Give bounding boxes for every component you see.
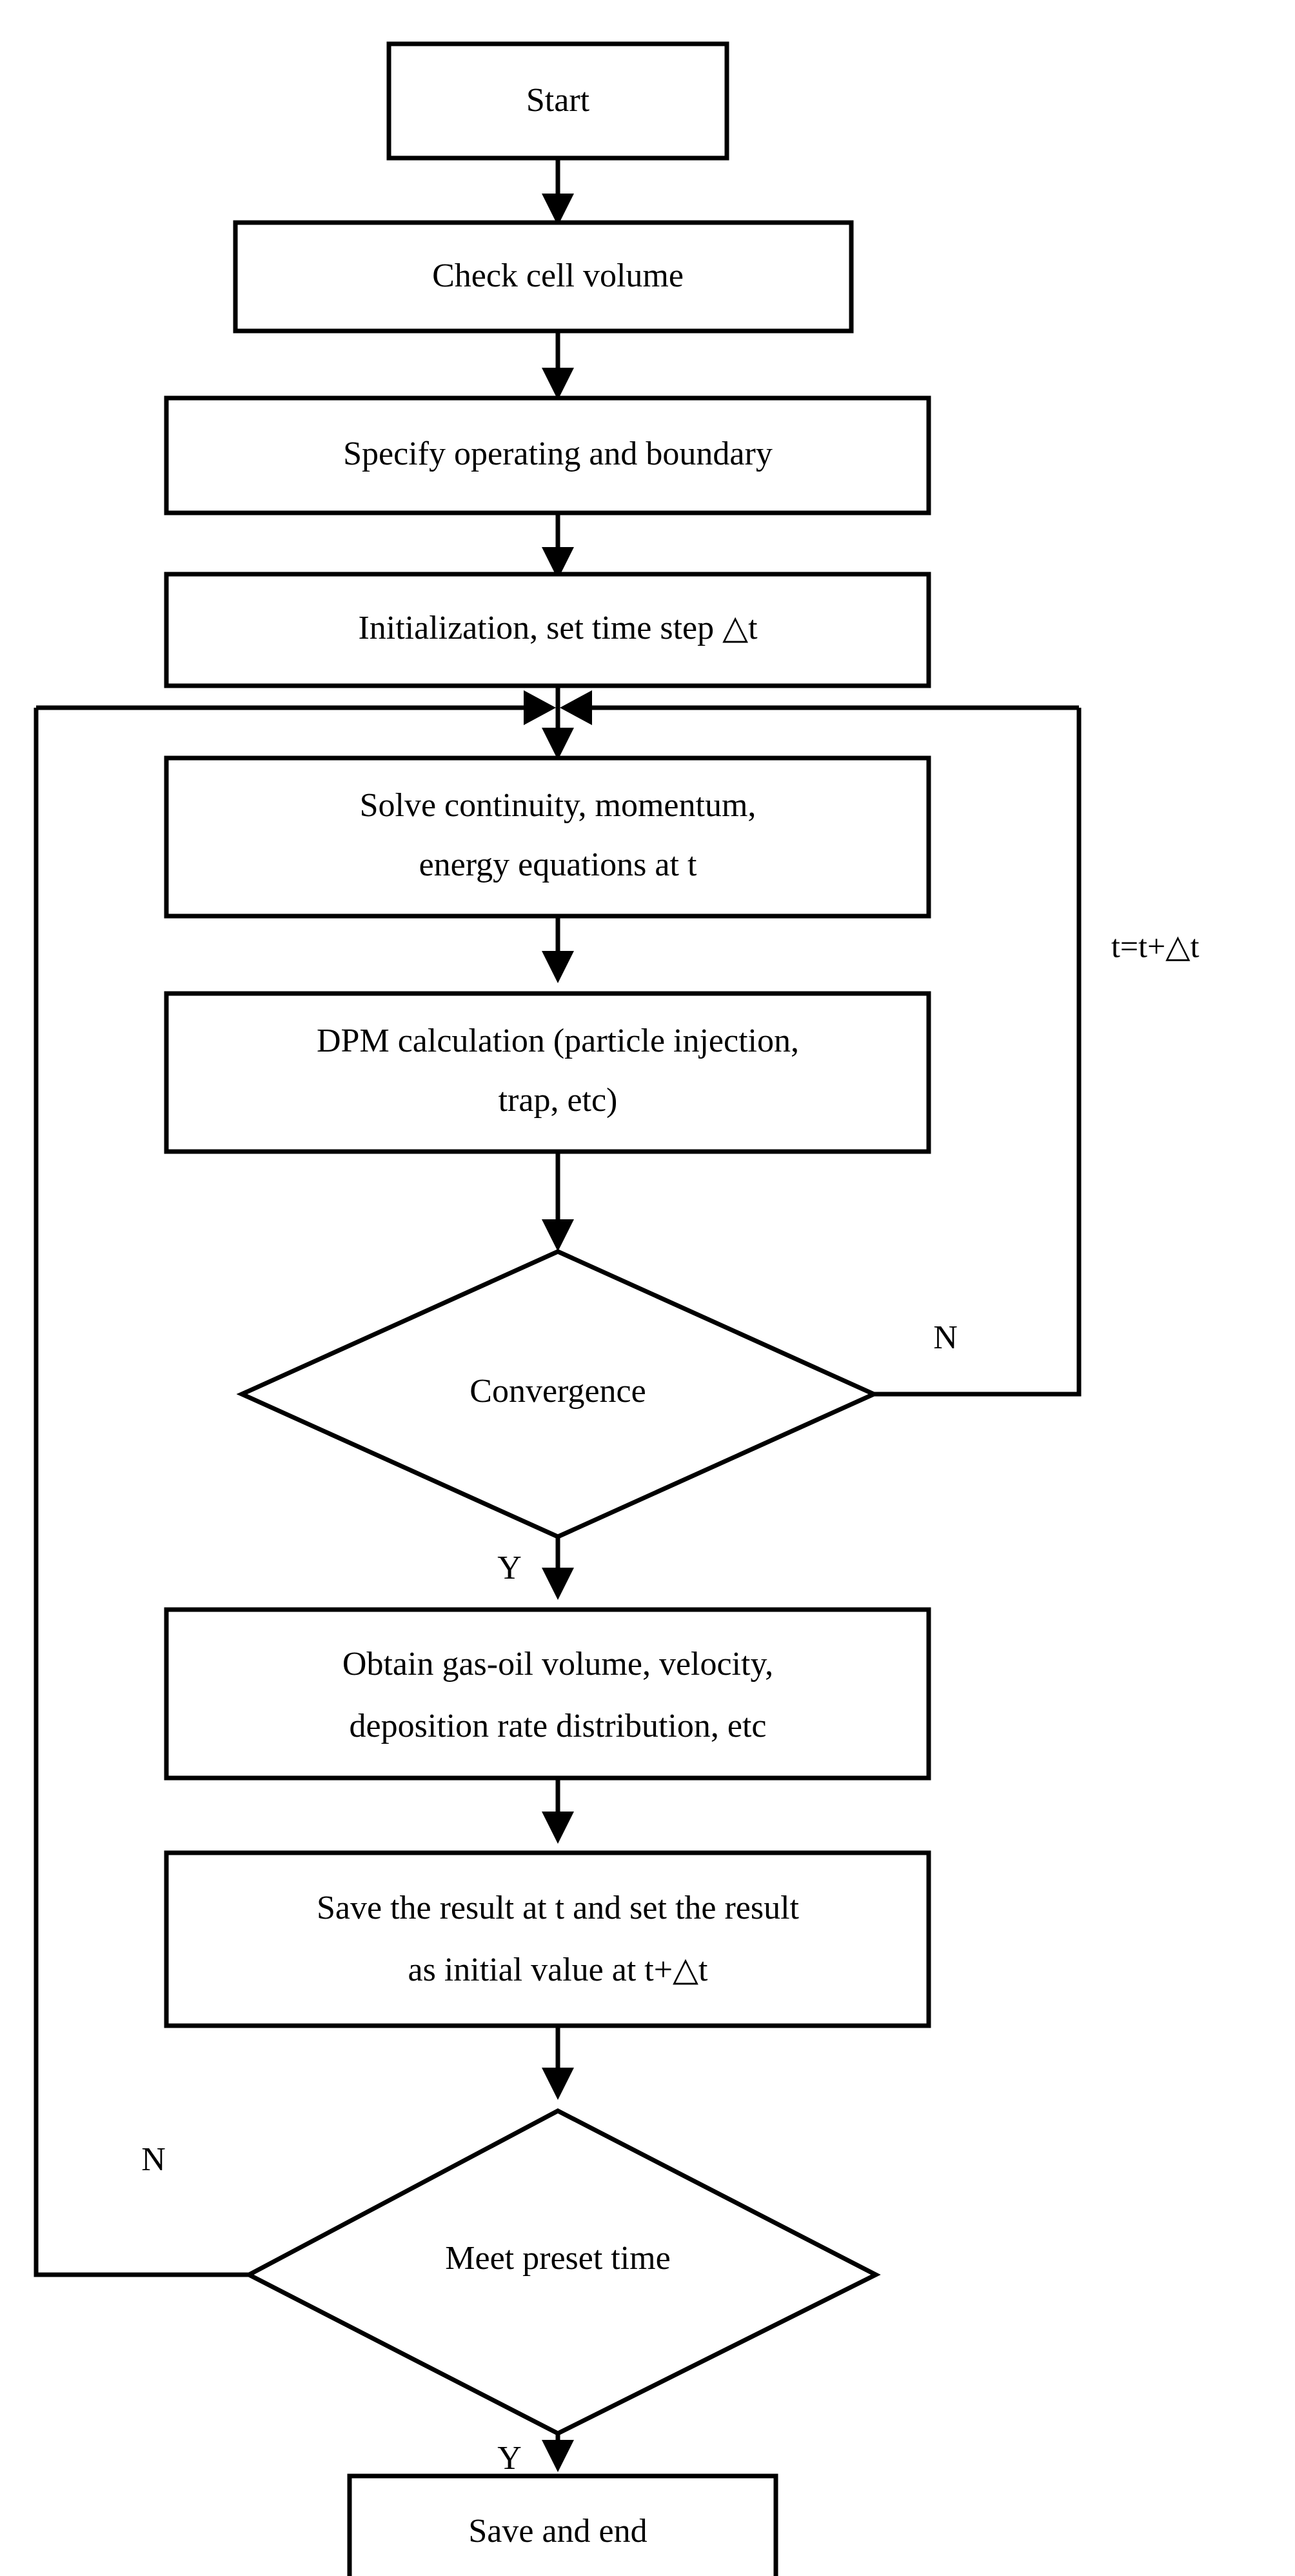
edge-obtain-results-to-save-result bbox=[542, 1778, 574, 1844]
edge-convergence-yes-to-obtain-results bbox=[542, 1537, 574, 1600]
node-solve-equations[interactable]: Solve continuity, momentum, energy equat… bbox=[164, 755, 931, 919]
edge-label-convergence-yes: Y bbox=[497, 1550, 522, 1586]
node-meet-preset-time-label: Meet preset time bbox=[445, 2240, 670, 2277]
node-save-result-label-line2: as initial value at t+△t bbox=[408, 1952, 709, 1988]
node-dpm-calculation-label-line2: trap, etc) bbox=[499, 1082, 618, 1119]
node-convergence-label: Convergence bbox=[470, 1373, 646, 1410]
node-specify-operating-label: Specify operating and boundary bbox=[343, 435, 773, 472]
node-obtain-results[interactable]: Obtain gas-oil volume, velocity, deposit… bbox=[164, 1607, 931, 1781]
edge-label-convergence-no: N bbox=[933, 1319, 958, 1356]
node-specify-operating[interactable]: Specify operating and boundary bbox=[164, 395, 931, 515]
edge-convergence-no-return bbox=[874, 708, 1082, 1397]
node-solve-equations-label-line2: energy equations at t bbox=[419, 846, 697, 883]
node-save-result[interactable]: Save the result at t and set the result … bbox=[164, 1850, 931, 2028]
node-check-cell-volume-label: Check cell volume bbox=[432, 257, 684, 294]
edge-junction-to-solve-equations bbox=[542, 708, 574, 760]
edge-specify-operating-to-initialization bbox=[542, 513, 574, 579]
edge-label-meet-preset-time-no: N bbox=[141, 2141, 166, 2178]
node-initialization-label: Initialization, set time step △t bbox=[358, 610, 758, 646]
node-meet-preset-time[interactable]: Meet preset time bbox=[244, 2108, 881, 2436]
edge-check-cell-volume-to-specify-operating bbox=[542, 331, 574, 400]
node-convergence[interactable]: Convergence bbox=[236, 1249, 880, 1539]
node-dpm-calculation[interactable]: DPM calculation (particle injection, tra… bbox=[164, 991, 931, 1154]
node-obtain-results-label-line1: Obtain gas-oil volume, velocity, bbox=[342, 1646, 773, 1682]
edge-meet-preset-time-yes-to-save-and-end bbox=[542, 2433, 574, 2472]
edge-label-meet-preset-time-yes: Y bbox=[497, 2440, 522, 2477]
node-save-and-end[interactable]: Save and end bbox=[347, 2473, 778, 2576]
node-initialization[interactable]: Initialization, set time step △t bbox=[164, 572, 931, 688]
edge-dpm-calculation-to-convergence bbox=[542, 1152, 574, 1252]
edge-label-time-increment: t=t+△t bbox=[1111, 928, 1200, 964]
node-start-label: Start bbox=[526, 82, 590, 119]
node-solve-equations-label-line1: Solve continuity, momentum, bbox=[360, 787, 756, 824]
edge-meet-preset-time-no-return bbox=[34, 708, 249, 2277]
edge-save-result-to-meet-preset-time bbox=[542, 2026, 574, 2100]
node-save-and-end-label: Save and end bbox=[468, 2513, 647, 2550]
node-save-result-label-line1: Save the result at t and set the result bbox=[317, 1890, 800, 1926]
edge-solve-equations-to-dpm-calculation bbox=[542, 916, 574, 983]
node-obtain-results-label-line2: deposition rate distribution, etc bbox=[350, 1708, 767, 1744]
node-dpm-calculation-label-line1: DPM calculation (particle injection, bbox=[317, 1023, 799, 1059]
node-check-cell-volume[interactable]: Check cell volume bbox=[233, 220, 854, 334]
loop-merge-bar bbox=[36, 690, 1079, 725]
node-start[interactable]: Start bbox=[386, 41, 729, 161]
edge-start-to-check-cell-volume bbox=[542, 158, 574, 226]
